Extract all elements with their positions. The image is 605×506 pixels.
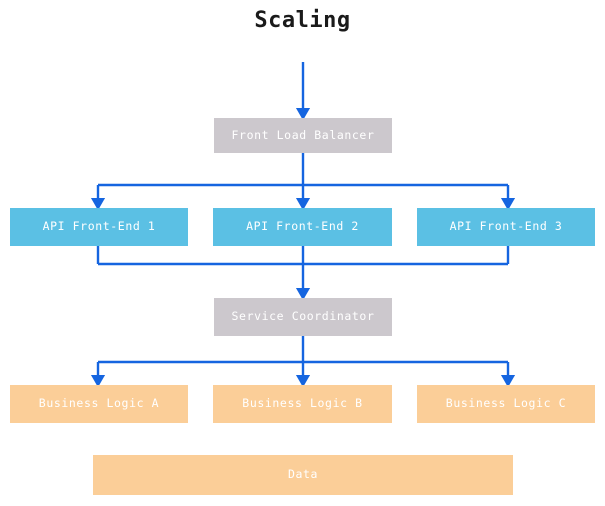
node-data[interactable]: Data bbox=[93, 455, 513, 495]
node-business-logic-b[interactable]: Business Logic B bbox=[213, 385, 392, 423]
node-api-front-end-2[interactable]: API Front-End 2 bbox=[213, 208, 392, 246]
node-label-business-logic-a: Business Logic A bbox=[38, 396, 160, 411]
node-front-load-balancer[interactable]: Front Load Balancer bbox=[214, 118, 392, 153]
node-label-api-front-end-1: API Front-End 1 bbox=[42, 219, 156, 234]
node-label-api-front-end-3: API Front-End 3 bbox=[449, 219, 563, 234]
page-title: Scaling bbox=[254, 8, 351, 33]
node-business-logic-c[interactable]: Business Logic C bbox=[417, 385, 595, 423]
node-label-front-load-balancer: Front Load Balancer bbox=[231, 127, 375, 142]
node-label-api-front-end-2: API Front-End 2 bbox=[246, 219, 359, 234]
node-label-service-coordinator: Service Coordinator bbox=[231, 309, 375, 324]
node-service-coordinator[interactable]: Service Coordinator bbox=[214, 298, 392, 336]
node-api-front-end-3[interactable]: API Front-End 3 bbox=[417, 208, 595, 246]
node-label-business-logic-c: Business Logic C bbox=[445, 396, 567, 411]
node-api-front-end-1[interactable]: API Front-End 1 bbox=[10, 208, 188, 246]
node-label-data: Data bbox=[287, 467, 319, 482]
node-business-logic-a[interactable]: Business Logic A bbox=[10, 385, 188, 423]
node-label-business-logic-b: Business Logic B bbox=[242, 396, 363, 411]
